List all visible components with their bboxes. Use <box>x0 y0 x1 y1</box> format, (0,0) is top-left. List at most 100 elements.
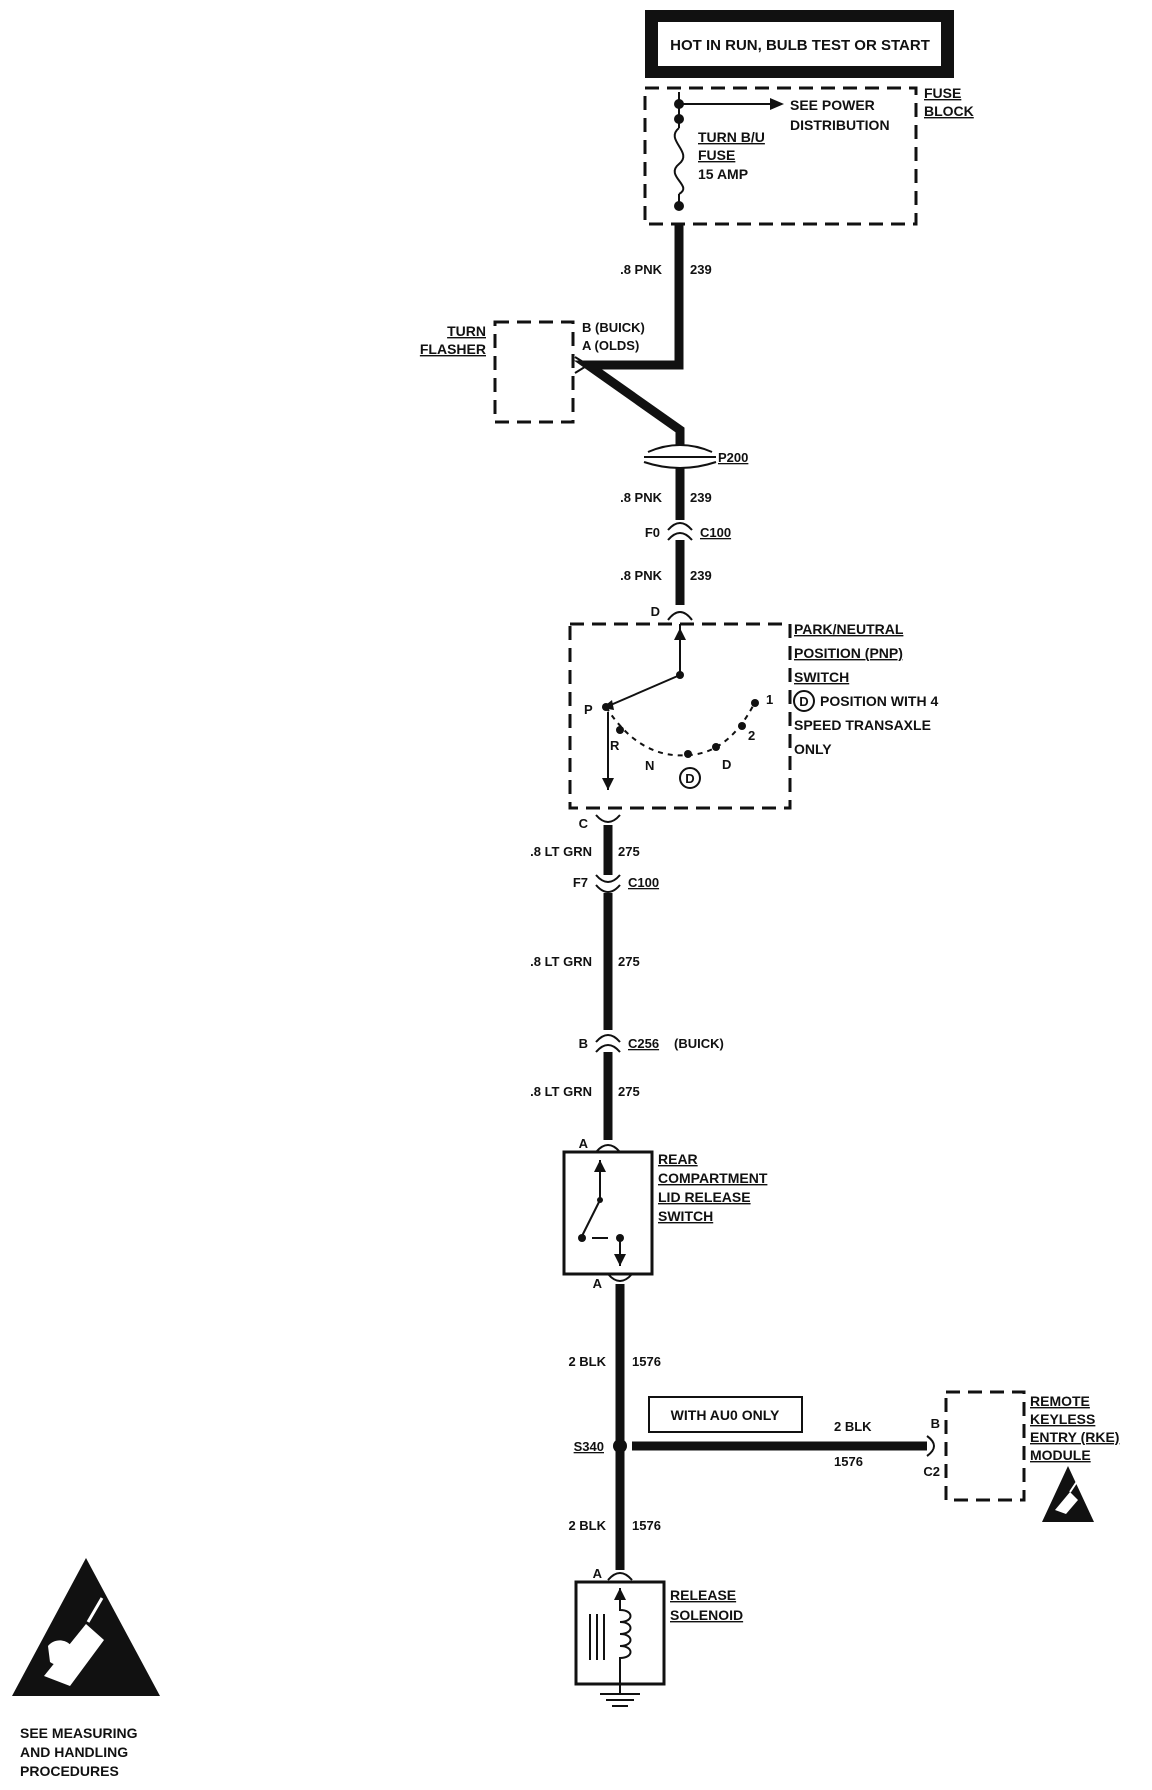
pnp-label-3: SWITCH <box>794 669 849 685</box>
fuse-name-2: FUSE <box>698 147 735 163</box>
c100-bottom-name: C100 <box>628 875 659 890</box>
note-symbol: D <box>799 694 808 709</box>
switch-label-2: COMPARTMENT <box>658 1170 768 1186</box>
rke-label-3: ENTRY (RKE) <box>1030 1429 1119 1445</box>
fuse-block-label-2: BLOCK <box>924 103 974 119</box>
c100-top-name: C100 <box>700 525 731 540</box>
esd-note-2: AND HANDLING <box>20 1744 128 1760</box>
esd-note-3: PROCEDURES <box>20 1763 119 1779</box>
connector-symbol <box>574 356 590 374</box>
wire-6-gauge: .8 LT GRN <box>530 1084 592 1099</box>
splice-s340-dot <box>613 1439 627 1453</box>
wire-4-circuit: 275 <box>618 844 640 859</box>
wire-5-circuit: 275 <box>618 954 640 969</box>
fuse-block-label-1: FUSE <box>924 85 961 101</box>
pnp-position-arc <box>605 701 756 757</box>
switch-label-1: REAR <box>658 1151 698 1167</box>
fuse-icon <box>673 127 685 195</box>
switch-pin-a-top: A <box>579 1136 589 1151</box>
fuse-block: FUSE BLOCK SEE POWER DISTRIBUTION TURN B… <box>643 85 974 226</box>
option-text: WITH AU0 ONLY <box>671 1407 780 1423</box>
switch-arrow-up-icon <box>594 1160 606 1172</box>
c256-note: (BUICK) <box>674 1036 724 1051</box>
wire-4-gauge: .8 LT GRN <box>530 844 592 859</box>
pnp-switch: D P R N D 2 1 D PARK/NEUTRAL POSITION (P… <box>568 604 938 831</box>
fuse-node-mid <box>674 114 684 124</box>
rke-pin-c2: C2 <box>923 1464 940 1479</box>
pos-d-circle: D <box>685 771 694 786</box>
solenoid-label-2: SOLENOID <box>670 1607 743 1623</box>
switch-label-3: LID RELEASE <box>658 1189 751 1205</box>
c256-pin: B <box>579 1036 588 1051</box>
rke-pin-b: B <box>931 1416 940 1431</box>
c100-bottom-pin: F7 <box>573 875 588 890</box>
pos-p: P <box>584 702 593 717</box>
wire-5-gauge: .8 LT GRN <box>530 954 592 969</box>
arrow-down-icon <box>602 778 614 790</box>
solenoid-label-1: RELEASE <box>670 1587 736 1603</box>
pos-1: 1 <box>766 692 773 707</box>
wire-9-circuit: 1576 <box>632 1518 661 1533</box>
flasher-pin-a: A (OLDS) <box>582 338 639 353</box>
wire-1-gauge: .8 PNK <box>620 262 663 277</box>
esd-note-1: SEE MEASURING <box>20 1725 138 1741</box>
header-title: HOT IN RUN, BULB TEST OR START <box>670 37 930 54</box>
see-power-1: SEE POWER <box>790 97 875 113</box>
d-circle-icon <box>679 767 701 789</box>
wire-8-gauge: 2 BLK <box>834 1419 872 1434</box>
s340-label: S340 <box>574 1439 604 1454</box>
rke-label-2: KEYLESS <box>1030 1411 1095 1427</box>
fuse-name-1: TURN B/U <box>698 129 765 145</box>
wire-6-circuit: 275 <box>618 1084 640 1099</box>
wire-3-circuit: 239 <box>690 568 712 583</box>
pos-r: R <box>610 738 620 753</box>
rke-label-1: REMOTE <box>1030 1393 1090 1409</box>
fuse-node-bottom <box>674 201 684 211</box>
switch-pin-a-bottom: A <box>593 1276 603 1291</box>
turn-flasher: TURN FLASHER B (BUICK) A (OLDS) <box>420 320 645 424</box>
solenoid-pin-a: A <box>593 1566 603 1581</box>
pnp-label-2: POSITION (PNP) <box>794 645 903 661</box>
esd-note: SEE MEASURING AND HANDLING PROCEDURES <box>12 1558 160 1779</box>
splice-p200: P200 <box>643 444 748 469</box>
flasher-pin-b: B (BUICK) <box>582 320 645 335</box>
lid-release-switch: A REAR COMPARTMENT LID RELEASE SWITCH A <box>562 1136 768 1291</box>
pnp-note-3: ONLY <box>794 741 832 757</box>
pos-2: 2 <box>748 728 755 743</box>
rke-label-4: MODULE <box>1030 1447 1091 1463</box>
pnp-note-2: SPEED TRANSAXLE <box>794 717 931 733</box>
esd-warning-icon <box>1042 1466 1094 1522</box>
p200-label: P200 <box>718 450 748 465</box>
esd-warning-large-icon <box>12 1558 160 1696</box>
wire-2-circuit: 239 <box>690 490 712 505</box>
wire-7-gauge: 2 BLK <box>568 1354 606 1369</box>
coil-icon <box>619 1604 632 1684</box>
c100-top-pin: F0 <box>645 525 660 540</box>
fuse-rating: 15 AMP <box>698 166 748 182</box>
arrow-right-icon <box>770 98 784 110</box>
wire-2-gauge: .8 PNK <box>620 490 663 505</box>
connector-c100-top: F0 C100 <box>645 522 731 541</box>
connector-c256: B C256 (BUICK) <box>579 1034 724 1053</box>
d-note-circle-icon <box>793 690 815 712</box>
pnp-pin-c: C <box>579 816 589 831</box>
header-box: HOT IN RUN, BULB TEST OR START <box>645 10 954 78</box>
rke-module: B C2 REMOTE KEYLESS ENTRY (RKE) MODULE <box>923 1390 1119 1522</box>
pnp-note-1: POSITION WITH 4 <box>820 693 938 709</box>
wire-3-gauge: .8 PNK <box>620 568 663 583</box>
wire-1-circuit: 239 <box>690 262 712 277</box>
wire-9-gauge: 2 BLK <box>568 1518 606 1533</box>
wire-8-circuit: 1576 <box>834 1454 863 1469</box>
turn-flasher-label-2: FLASHER <box>420 341 486 357</box>
c256-name: C256 <box>628 1036 659 1051</box>
ground-icon <box>600 1684 640 1707</box>
see-power-2: DISTRIBUTION <box>790 117 890 133</box>
solenoid-arrow-icon <box>614 1588 626 1600</box>
pnp-pin-d: D <box>651 604 660 619</box>
switch-label-4: SWITCH <box>658 1208 713 1224</box>
switch-arrow-down-icon <box>614 1254 626 1266</box>
pos-n: N <box>645 758 654 773</box>
pos-d: D <box>722 757 731 772</box>
wire-7-circuit: 1576 <box>632 1354 661 1369</box>
